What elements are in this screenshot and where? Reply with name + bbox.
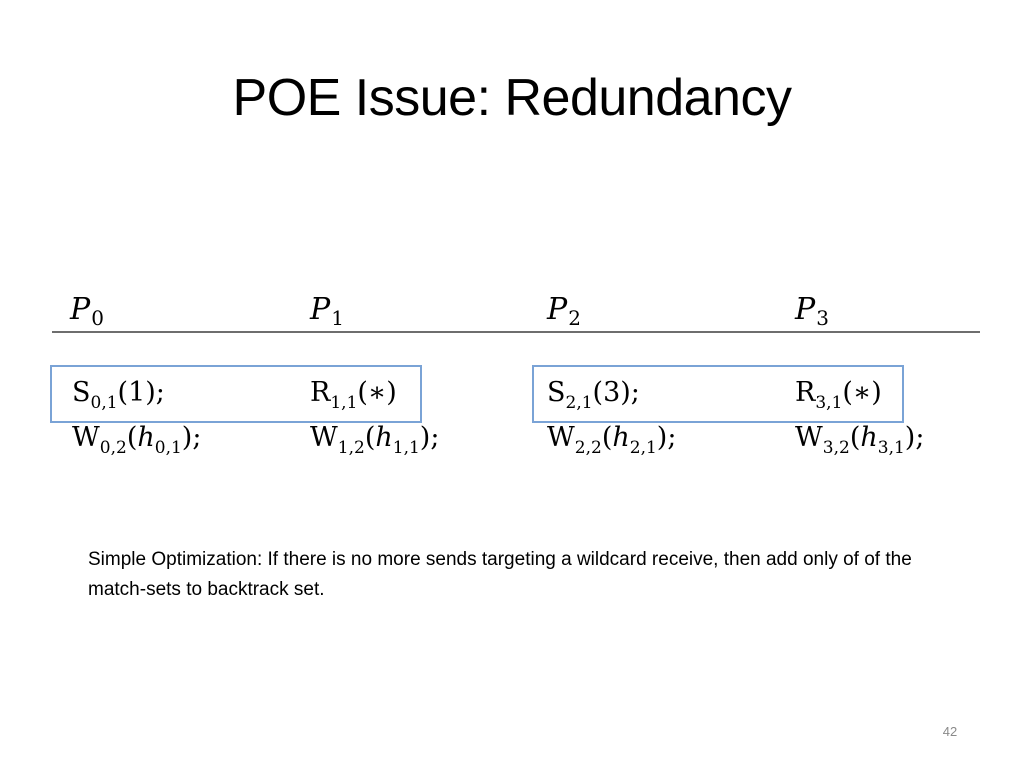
process-name: P: [310, 292, 331, 327]
op-argument: (1);: [117, 377, 165, 408]
match-set-box-right: [532, 365, 904, 423]
op-argument: (3);: [592, 377, 640, 408]
op-subscript: 0,1: [90, 393, 118, 413]
slide-number: 42: [942, 724, 958, 739]
process-name: P: [547, 292, 568, 327]
wait-op-p3: W3,2(h3,1);: [795, 422, 925, 458]
handle-variable: h1,1: [375, 422, 420, 458]
handle-variable: h0,1: [137, 422, 182, 458]
process-header-p3: P3: [795, 290, 829, 330]
op-subscript: 2,1: [565, 393, 593, 413]
send-op-p0: S0,1(1);: [72, 377, 165, 413]
op-subscript: 3,1: [815, 393, 843, 413]
process-header-p0: P0: [70, 290, 104, 330]
process-index: 1: [331, 306, 344, 330]
process-name: P: [795, 292, 816, 327]
wait-op-p1: W1,2(h1,1);: [310, 422, 440, 458]
process-index: 3: [816, 306, 829, 330]
match-set-box-left: [50, 365, 422, 423]
slide-title: POE Issue: Redundancy: [232, 69, 792, 127]
op-argument: (∗): [842, 377, 882, 408]
handle-variable: h2,1: [612, 422, 657, 458]
wait-op-p0: W0,2(h0,1);: [72, 422, 202, 458]
op-argument: (∗): [357, 377, 397, 408]
handle-variable: h3,1: [860, 422, 905, 458]
wait-op-p2: W2,2(h2,1);: [547, 422, 677, 458]
process-header-p1: P1: [310, 290, 344, 330]
process-index: 2: [568, 306, 581, 330]
recv-op-p3: R3,1(∗): [795, 377, 882, 413]
process-index: 0: [91, 306, 104, 330]
process-name: P: [70, 292, 91, 327]
op-subscript: 1,1: [330, 393, 358, 413]
recv-op-p1: R1,1(∗): [310, 377, 397, 413]
optimization-note: Simple Optimization: If there is no more…: [88, 549, 912, 600]
header-divider: [52, 331, 980, 333]
process-header-p2: P2: [547, 290, 581, 330]
send-op-p2: S2,1(3);: [547, 377, 640, 413]
